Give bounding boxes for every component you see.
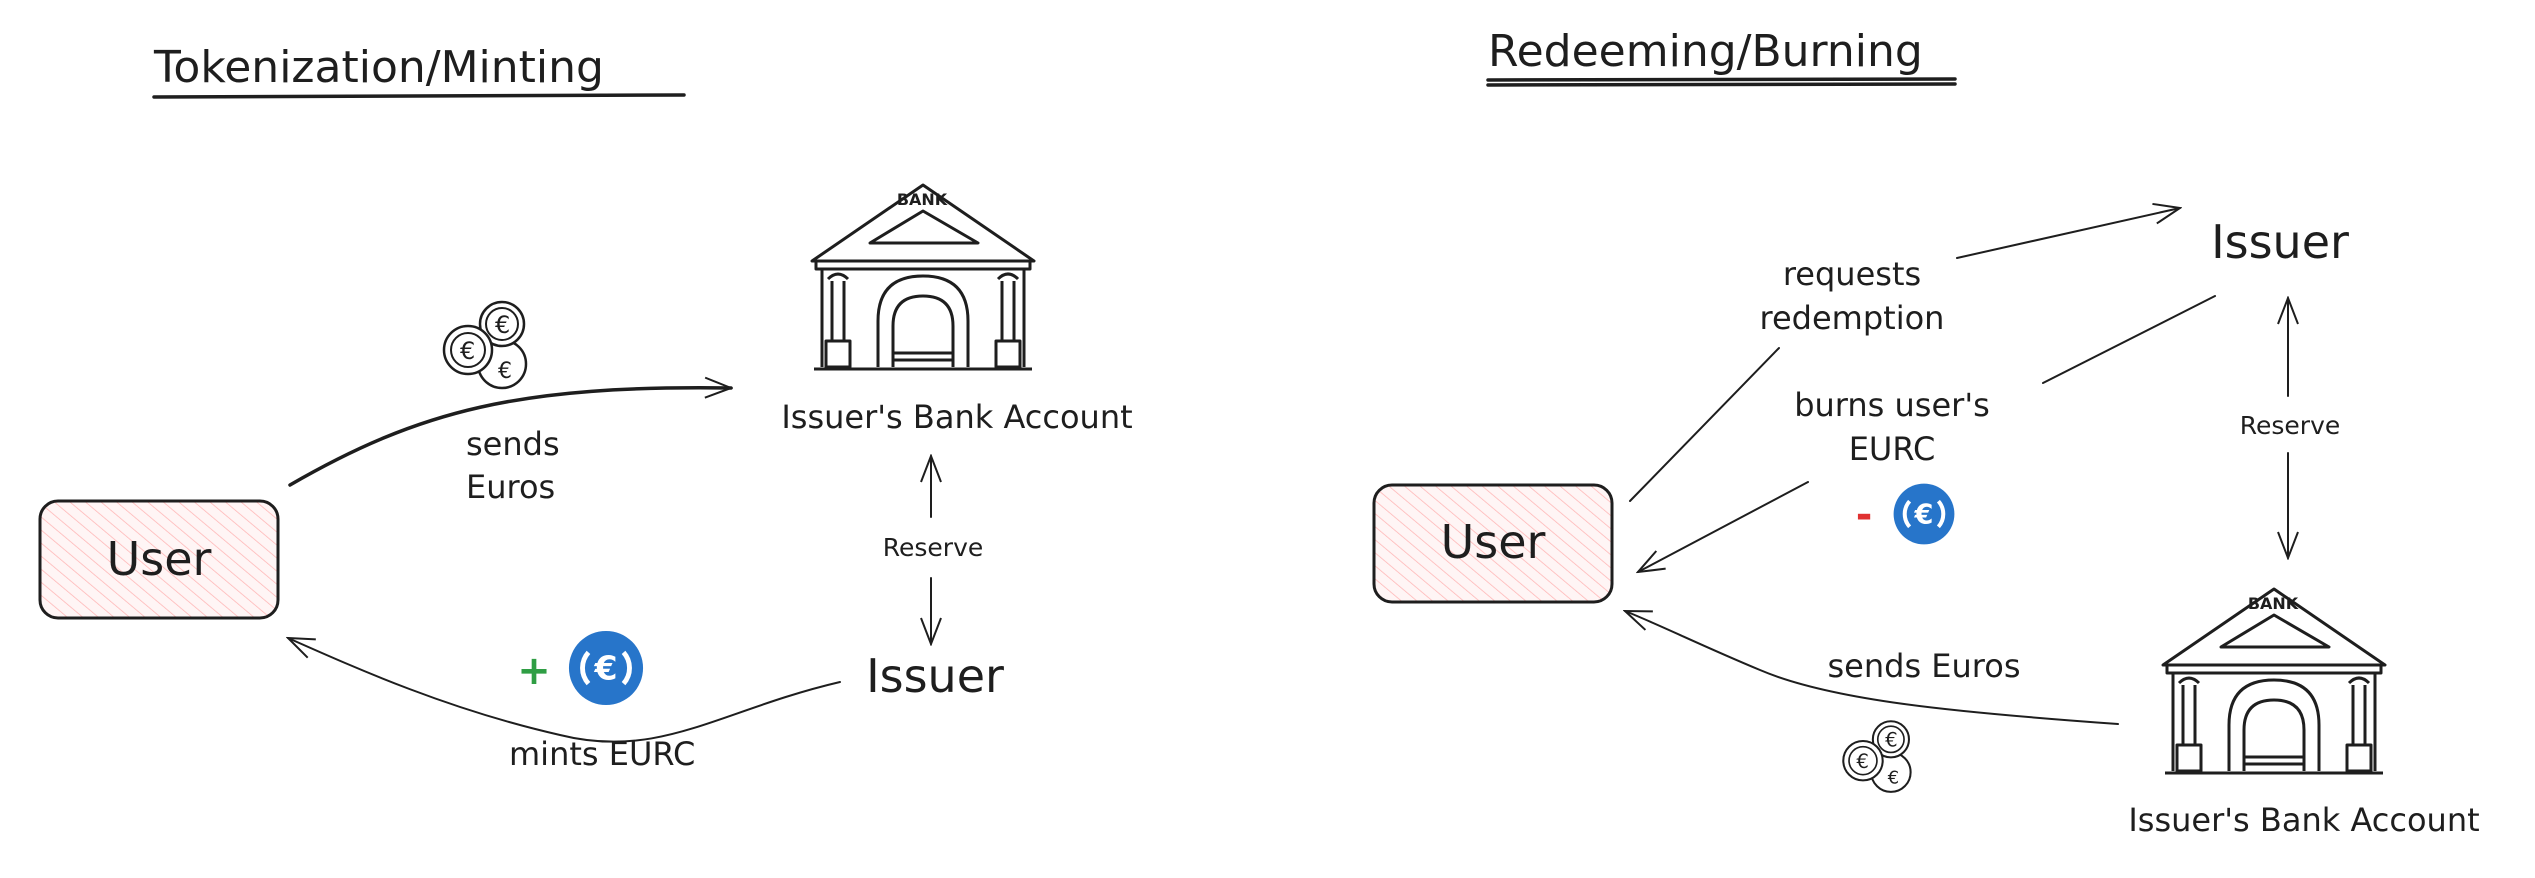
euro-coins-icon (442, 300, 528, 390)
reserve-label: Reserve (883, 533, 984, 562)
burns-arrow-tail (2042, 295, 2216, 384)
user-label: User (107, 532, 212, 586)
eurc-coin-icon (1892, 482, 1956, 546)
bank-icon (810, 183, 1036, 371)
reserve-label: Reserve (2240, 411, 2341, 440)
bank-sign-text: BANK (2248, 594, 2299, 613)
burning-title: Redeeming/Burning (1488, 26, 1923, 77)
burning-section: Redeeming/Burning User Issuer requests r… (1372, 26, 2480, 839)
burns-arrow-head (1638, 481, 1809, 572)
issuer-label: Issuer (866, 649, 1004, 703)
title-underline (152, 93, 686, 99)
issuer-label: Issuer (2211, 215, 2349, 269)
bank-account-label: Issuer's Bank Account (781, 398, 1132, 436)
user-node[interactable]: User (38, 499, 280, 620)
minus-sign: - (1856, 492, 1873, 538)
bank-icon (2161, 587, 2387, 775)
sends-label-line2: Euros (466, 468, 555, 506)
eurc-coin-icon (569, 631, 643, 705)
title-underline (1486, 77, 1957, 87)
user-label: User (1441, 515, 1546, 569)
requests-arrow-head (1956, 208, 2180, 259)
requests-label-line1: requests (1783, 255, 1921, 293)
burns-label-line1: burns user's (1794, 386, 1990, 424)
requests-arrow-tail (1629, 347, 1780, 502)
sends-label-line1: sends (466, 425, 560, 463)
sends-euros-label: sends Euros (1828, 647, 2021, 685)
sends-euros-arrow (1625, 611, 2119, 725)
mints-arrow (288, 638, 841, 743)
minting-title: Tokenization/Minting (153, 42, 604, 93)
euro-coins-icon (1842, 720, 1912, 793)
bank-sign-text: BANK (897, 190, 948, 209)
mints-label: mints EURC (509, 735, 695, 773)
bank-account-label: Issuer's Bank Account (2128, 801, 2479, 839)
minting-section: Tokenization/Minting User BANK Issuer's … (38, 42, 1133, 773)
burns-label-line2: EURC (1849, 430, 1936, 468)
requests-label-line2: redemption (1760, 299, 1945, 337)
sends-euros-arrow (288, 388, 731, 487)
user-node[interactable]: User (1372, 483, 1614, 604)
plus-sign: + (517, 648, 551, 694)
